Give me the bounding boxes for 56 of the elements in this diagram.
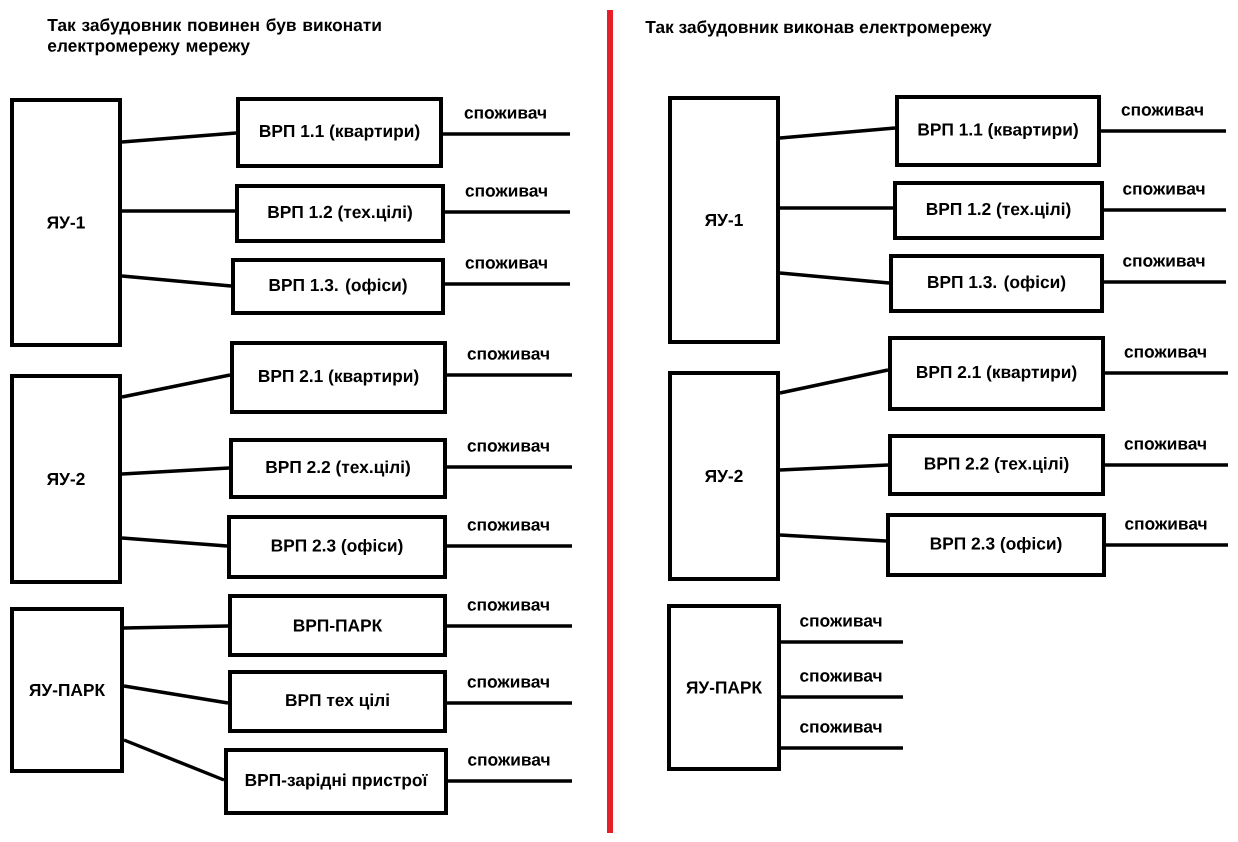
heading: Так забудовник повинен був виконати електромережу мережу xyxy=(47,18,381,56)
connector-line xyxy=(780,206,893,210)
connector-line xyxy=(779,368,889,395)
switchboard-box: ВРП-ПАРК xyxy=(228,594,447,657)
connector-line xyxy=(779,463,889,472)
connector-line xyxy=(121,466,230,476)
panel-box: ЯУ-2 xyxy=(10,374,122,584)
panel-box: ЯУ-ПАРК xyxy=(667,604,781,771)
connector-line xyxy=(121,131,237,144)
switchboard-box: ВРП 1.2 (тех.цілі) xyxy=(235,184,445,243)
connector-line xyxy=(1104,208,1226,212)
panel-box: ЯУ-ПАРК xyxy=(10,607,124,773)
switchboard-box: ВРП 2.2 (тех.цілі) xyxy=(229,438,447,499)
connector-line xyxy=(779,271,890,285)
connector-line xyxy=(1104,280,1226,284)
connector-line xyxy=(1105,463,1228,467)
panel-box: ЯУ-2 xyxy=(668,371,780,581)
connector-line xyxy=(123,738,225,782)
switchboard-box: ВРП-зарідні пристрої xyxy=(224,748,448,815)
connector-line xyxy=(121,274,232,288)
connector-line xyxy=(1106,543,1228,547)
switchboard-box: ВРП 2.1 (квартири) xyxy=(230,341,447,414)
connector-line xyxy=(781,746,903,750)
connector-line xyxy=(447,544,572,548)
switchboard-box: ВРП 1.3. (офіси) xyxy=(231,258,445,315)
switchboard-box: ВРП 2.2 (тех.цілі) xyxy=(888,434,1105,496)
switchboard-box: ВРП 2.1 (квартири) xyxy=(888,336,1105,411)
connector-line xyxy=(779,533,887,543)
connector-line xyxy=(448,779,572,783)
connector-line xyxy=(781,695,903,699)
connector-line xyxy=(447,373,572,377)
connector-line xyxy=(445,282,570,286)
panel-box: ЯУ-1 xyxy=(10,98,122,347)
connector-line xyxy=(1105,371,1228,375)
connector-line xyxy=(123,624,229,630)
panel-box: ЯУ-1 xyxy=(668,96,780,344)
connector-line xyxy=(781,640,903,644)
connector-line xyxy=(123,684,229,705)
switchboard-box: ВРП 2.3 (офіси) xyxy=(227,515,447,579)
switchboard-box: ВРП тех цілі xyxy=(228,670,447,733)
switchboard-box: ВРП 1.1 (квартири) xyxy=(236,97,443,168)
connector-line xyxy=(443,132,570,136)
switchboard-box: ВРП 1.1 (квартири) xyxy=(895,95,1101,167)
connector-line xyxy=(121,536,228,548)
switchboard-box: ВРП 1.2 (тех.цілі) xyxy=(893,181,1104,240)
heading: Так забудовник виконав електромережу xyxy=(645,20,992,37)
connector-line xyxy=(447,701,572,705)
connector-line xyxy=(447,624,572,628)
switchboard-box: ВРП 2.3 (офіси) xyxy=(886,513,1106,577)
connector-line xyxy=(1101,129,1226,133)
connector-line xyxy=(447,465,572,469)
connector-line xyxy=(122,209,235,213)
connector-line xyxy=(779,126,896,140)
connector-line xyxy=(445,210,570,214)
connector-line xyxy=(121,373,231,399)
switchboard-box: ВРП 1.3. (офіси) xyxy=(889,254,1104,313)
